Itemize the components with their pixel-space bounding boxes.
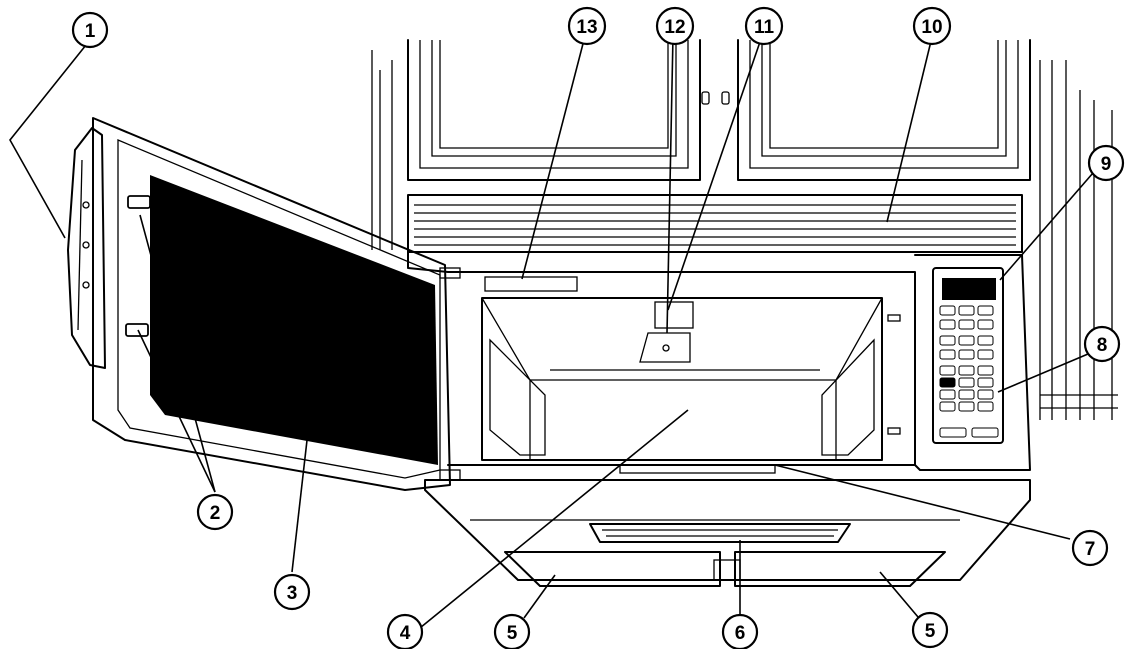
- callout-10: 10: [912, 6, 952, 46]
- keypad-button: [958, 305, 975, 316]
- callout-1: 1: [71, 11, 109, 49]
- keypad-button: [939, 335, 956, 346]
- latch-slot-upper: [887, 314, 901, 322]
- microwave-body: [407, 251, 1031, 581]
- svg-text:12: 12: [664, 17, 685, 38]
- svg-text:7: 7: [1085, 539, 1096, 560]
- svg-text:6: 6: [735, 623, 746, 644]
- svg-text:13: 13: [576, 17, 597, 38]
- keypad-button: [958, 349, 975, 360]
- vent-grille: [407, 194, 1023, 253]
- svg-text:4: 4: [400, 623, 411, 644]
- oven-door: [67, 117, 461, 491]
- keypad-button: [977, 335, 994, 346]
- waveguide-cover: [639, 332, 691, 363]
- door-latch-lower: [125, 323, 149, 337]
- grease-filter-right: [734, 551, 946, 587]
- svg-text:5: 5: [507, 623, 518, 644]
- keypad-button: [977, 389, 994, 400]
- keypad-button: [939, 305, 956, 316]
- callout-11: 11: [744, 6, 784, 46]
- keypad-button: [958, 319, 975, 330]
- callout-13: 13: [567, 6, 607, 46]
- keypad-button: [977, 365, 994, 376]
- control-display: [942, 278, 996, 300]
- keypad-button: [939, 365, 956, 376]
- keypad-button-wide: [939, 427, 967, 438]
- door-window: [150, 175, 438, 465]
- door-handle: [67, 127, 106, 369]
- callout-7: 7: [1071, 529, 1109, 567]
- callout-2: 2: [196, 493, 234, 531]
- cabinet-knob-left: [701, 91, 710, 105]
- cooktop-light: [589, 523, 851, 543]
- callout-5-left: 5: [493, 613, 531, 649]
- keypad-button: [958, 335, 975, 346]
- cooking-guide-shelf: [619, 464, 776, 474]
- keypad-button: [977, 349, 994, 360]
- svg-text:9: 9: [1101, 154, 1112, 175]
- keypad-button: [977, 377, 994, 388]
- keypad-button: [977, 305, 994, 316]
- keypad-button: [939, 389, 956, 400]
- keypad-button: [939, 319, 956, 330]
- callout-9: 9: [1087, 144, 1125, 182]
- control-panel: [932, 267, 1004, 444]
- callout-5-right: 5: [911, 611, 949, 649]
- keypad-button: [958, 377, 975, 388]
- svg-text:5: 5: [925, 621, 936, 642]
- keypad-button: [939, 349, 956, 360]
- keypad-button: [958, 401, 975, 412]
- keypad-button: [958, 389, 975, 400]
- keypad-button: [977, 319, 994, 330]
- keypad-button: [977, 401, 994, 412]
- rating-label-plate: [484, 276, 578, 292]
- cabinet-knob-right: [721, 91, 730, 105]
- svg-text:3: 3: [287, 583, 298, 604]
- svg-text:2: 2: [210, 503, 221, 524]
- svg-text:10: 10: [921, 17, 942, 38]
- keypad-button: [939, 377, 956, 388]
- grease-filter-left: [504, 551, 721, 587]
- latch-slot-lower: [887, 427, 901, 435]
- svg-text:8: 8: [1097, 335, 1108, 356]
- svg-text:1: 1: [85, 21, 96, 42]
- control-keypad: [939, 305, 999, 438]
- callout-6: 6: [721, 613, 759, 649]
- callout-4: 4: [386, 613, 424, 649]
- upper-cabinets: [371, 39, 1118, 420]
- keypad-button: [958, 365, 975, 376]
- leader-lines: [9, 35, 1107, 633]
- oven-light-cover: [654, 301, 694, 329]
- callout-8: 8: [1083, 325, 1121, 363]
- keypad-button: [939, 401, 956, 412]
- callout-12: 12: [655, 6, 695, 46]
- callout-3: 3: [273, 573, 311, 611]
- door-latch-upper: [127, 195, 151, 209]
- svg-text:11: 11: [754, 17, 775, 38]
- keypad-button-wide: [971, 427, 999, 438]
